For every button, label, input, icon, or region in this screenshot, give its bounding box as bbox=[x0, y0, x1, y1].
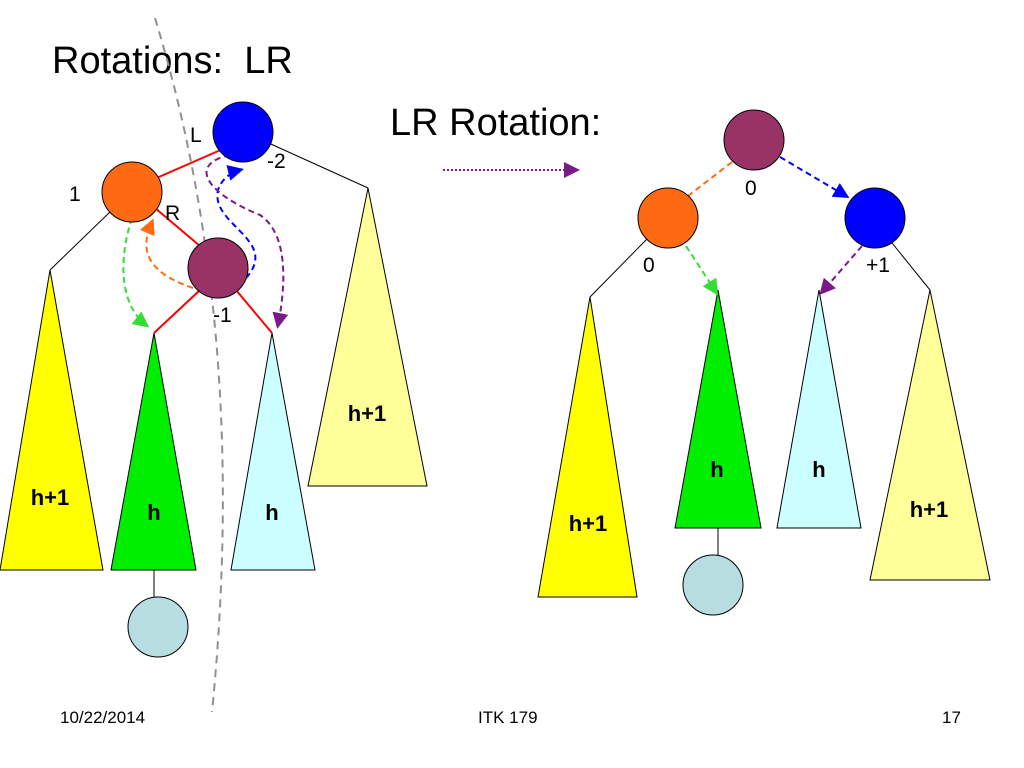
slide-title: Rotations: LR bbox=[52, 40, 293, 82]
slide-subtitle: LR Rotation: bbox=[390, 102, 602, 144]
purple-dashed-edge bbox=[819, 245, 863, 296]
right-subtree-a-label: h+1 bbox=[569, 511, 608, 536]
balance-left-child: 1 bbox=[69, 183, 81, 206]
right-right-node bbox=[844, 187, 906, 249]
right-subtree-c bbox=[776, 289, 862, 529]
right-left-node bbox=[637, 187, 699, 249]
right-subtree-c-label: h bbox=[812, 457, 825, 482]
balance-right-right: +1 bbox=[866, 254, 890, 277]
edge-red-root-orange bbox=[151, 144, 233, 181]
footer-course: ITK 179 bbox=[478, 708, 538, 727]
green-dashed-edge bbox=[685, 245, 719, 296]
balance-grandchild: -1 bbox=[213, 304, 232, 327]
right-subtree-b-label: h bbox=[710, 457, 723, 482]
edge-red-orange-purple bbox=[154, 207, 201, 247]
footer-date: 10/22/2014 bbox=[60, 708, 146, 727]
edge-orange-to-subtree-a bbox=[49, 209, 113, 271]
right-root-node bbox=[723, 109, 785, 171]
edge-r-right-to-subtree-d bbox=[887, 237, 931, 291]
blue-dashed-edge bbox=[779, 156, 850, 199]
right-subtree-a bbox=[537, 296, 638, 598]
divider-line bbox=[154, 17, 224, 713]
edge-r-left-to-subtree-a bbox=[589, 237, 649, 298]
left-subtree-a bbox=[0, 269, 104, 571]
orange-dashed-edge bbox=[687, 161, 733, 197]
left-subtree-c bbox=[230, 332, 316, 571]
left-child-node bbox=[101, 161, 163, 223]
purple-dashed-arrow bbox=[205, 154, 289, 329]
left-subtree-d bbox=[307, 187, 428, 487]
left-subtree-b-label: h bbox=[147, 500, 160, 525]
edge-blue-to-subtree-d bbox=[261, 139, 369, 189]
green-dashed-arrow bbox=[122, 217, 150, 328]
left-subtree-b bbox=[110, 332, 197, 571]
right-inserted-node bbox=[682, 554, 744, 616]
blue-dashed-arrow bbox=[216, 165, 257, 279]
right-subtree-d-label: h+1 bbox=[910, 497, 949, 522]
balance-right-root: 0 bbox=[745, 177, 757, 200]
footer-page-number: 17 bbox=[942, 708, 961, 727]
orange-dashed-arrow bbox=[139, 218, 194, 289]
balance-root: -2 bbox=[267, 150, 286, 173]
left-root-node bbox=[212, 101, 274, 163]
balance-right-left: 0 bbox=[643, 254, 655, 277]
right-subtree-b bbox=[674, 289, 762, 529]
edge-red-purple-b bbox=[153, 289, 201, 334]
left-grandchild-node bbox=[187, 237, 249, 299]
left-subtree-d-label: h+1 bbox=[348, 401, 387, 426]
edge-red-purple-c bbox=[235, 289, 273, 334]
left-inserted-node bbox=[127, 596, 189, 658]
edge-label-l: L bbox=[190, 124, 202, 147]
right-subtree-d bbox=[869, 289, 991, 581]
edge-label-r: R bbox=[165, 202, 180, 225]
left-subtree-c-label: h bbox=[265, 500, 278, 525]
left-subtree-a-label: h+1 bbox=[31, 485, 70, 510]
